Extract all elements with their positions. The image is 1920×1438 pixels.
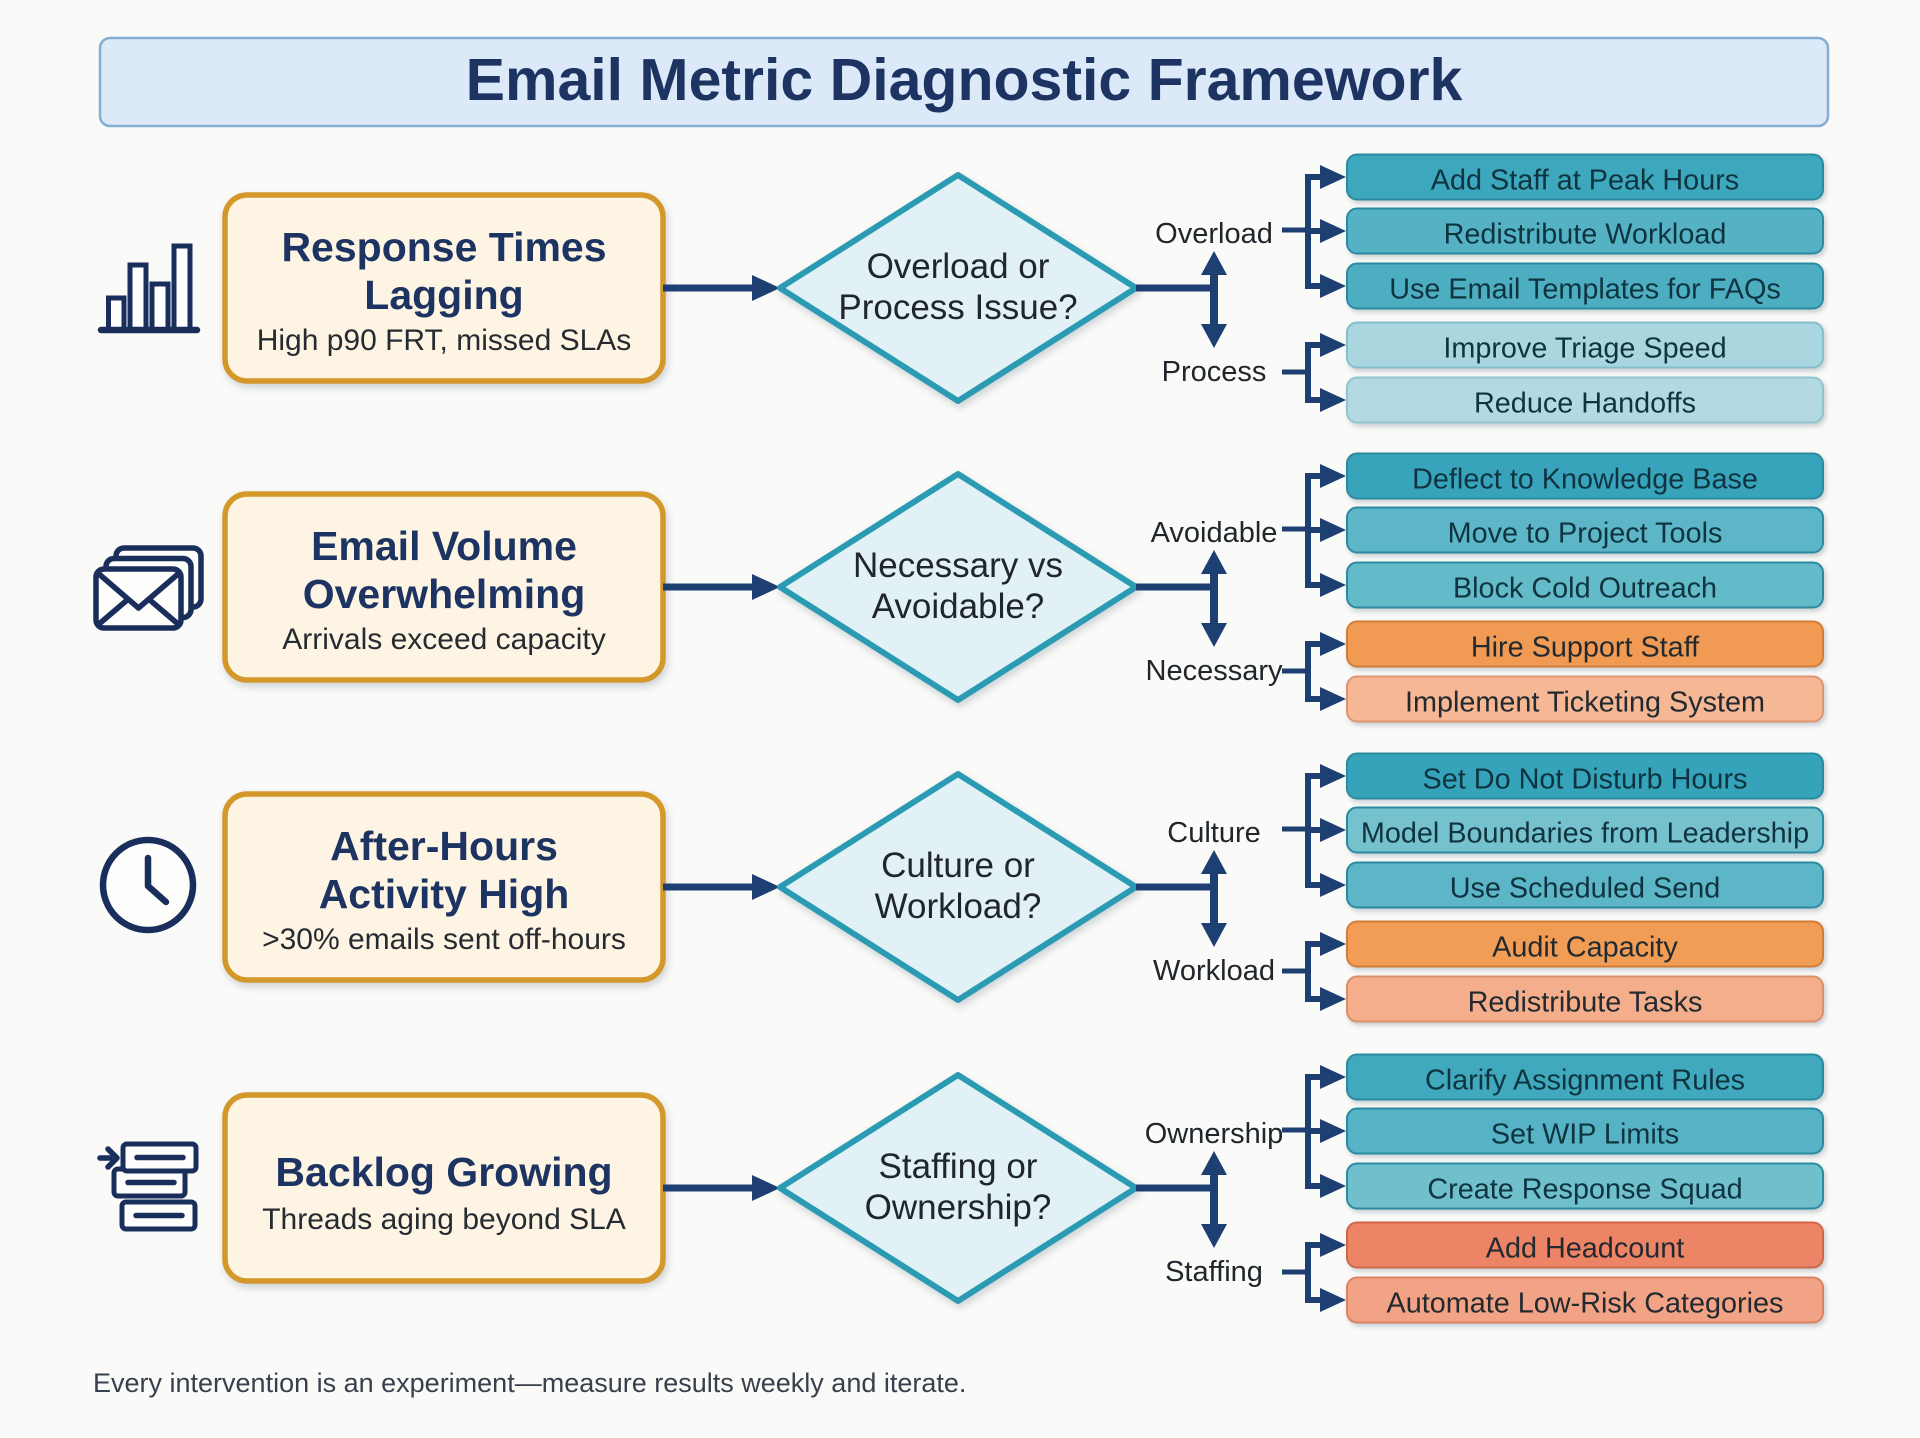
svg-text:Block Cold Outreach: Block Cold Outreach [1453,573,1717,605]
svg-text:Redistribute Tasks: Redistribute Tasks [1468,987,1703,1019]
svg-text:Email Metric Diagnostic Framew: Email Metric Diagnostic Framework [466,47,1463,113]
svg-text:After-Hours: After-Hours [330,823,558,869]
svg-text:Threads aging beyond SLA: Threads aging beyond SLA [262,1203,626,1236]
svg-text:Set Do Not Disturb Hours: Set Do Not Disturb Hours [1423,764,1748,796]
svg-text:Workload?: Workload? [875,887,1042,926]
svg-text:Every intervention is an exper: Every intervention is an experiment—meas… [93,1368,966,1398]
svg-text:Reduce Handoffs: Reduce Handoffs [1474,388,1696,420]
svg-text:Hire Support Staff: Hire Support Staff [1471,632,1700,664]
svg-text:Culture or: Culture or [881,846,1035,885]
svg-text:Ownership?: Ownership? [865,1188,1052,1227]
svg-text:Implement Ticketing System: Implement Ticketing System [1405,687,1765,719]
svg-text:Redistribute Workload: Redistribute Workload [1444,219,1727,251]
svg-text:Model Boundaries from Leadersh: Model Boundaries from Leadership [1361,818,1809,850]
svg-text:Arrivals exceed capacity: Arrivals exceed capacity [282,623,605,656]
svg-text:Automate Low-Risk Categories: Automate Low-Risk Categories [1387,1288,1784,1320]
svg-text:Response Times: Response Times [281,224,606,270]
svg-text:Avoidable: Avoidable [1151,517,1278,549]
svg-text:Necessary: Necessary [1146,655,1283,687]
svg-text:Use Scheduled Send: Use Scheduled Send [1450,873,1721,905]
svg-text:Add Staff at Peak Hours: Add Staff at Peak Hours [1431,165,1739,197]
svg-text:Necessary vs: Necessary vs [853,546,1063,585]
svg-text:Culture: Culture [1167,817,1261,849]
svg-text:Staffing: Staffing [1165,1256,1263,1288]
svg-text:Avoidable?: Avoidable? [872,587,1045,626]
svg-text:Overwhelming: Overwhelming [303,571,586,617]
svg-text:Process Issue?: Process Issue? [838,288,1077,327]
svg-text:High p90 FRT, missed SLAs: High p90 FRT, missed SLAs [257,324,632,357]
svg-text:Lagging: Lagging [364,272,523,318]
svg-text:Ownership: Ownership [1145,1118,1284,1150]
svg-text:Email Volume: Email Volume [311,523,577,569]
svg-text:Backlog Growing: Backlog Growing [275,1149,612,1195]
svg-text:Set WIP Limits: Set WIP Limits [1491,1119,1679,1151]
svg-text:Deflect to Knowledge Base: Deflect to Knowledge Base [1412,464,1758,496]
svg-text:Add Headcount: Add Headcount [1486,1233,1685,1265]
svg-text:Overload: Overload [1155,218,1273,250]
svg-text:Use Email Templates for FAQs: Use Email Templates for FAQs [1389,274,1781,306]
svg-text:Audit Capacity: Audit Capacity [1492,932,1678,964]
svg-text:Activity High: Activity High [319,871,570,917]
svg-text:Process: Process [1162,356,1267,388]
svg-text:Create Response Squad: Create Response Squad [1427,1174,1742,1206]
svg-text:Staffing or: Staffing or [879,1147,1038,1186]
svg-text:Clarify Assignment Rules: Clarify Assignment Rules [1425,1065,1745,1097]
svg-text:Move to Project Tools: Move to Project Tools [1448,518,1723,550]
svg-text:Workload: Workload [1153,955,1275,987]
svg-text:Overload or: Overload or [867,247,1050,286]
svg-text:Improve Triage Speed: Improve Triage Speed [1443,333,1726,365]
svg-text:>30% emails sent off-hours: >30% emails sent off-hours [262,923,626,956]
